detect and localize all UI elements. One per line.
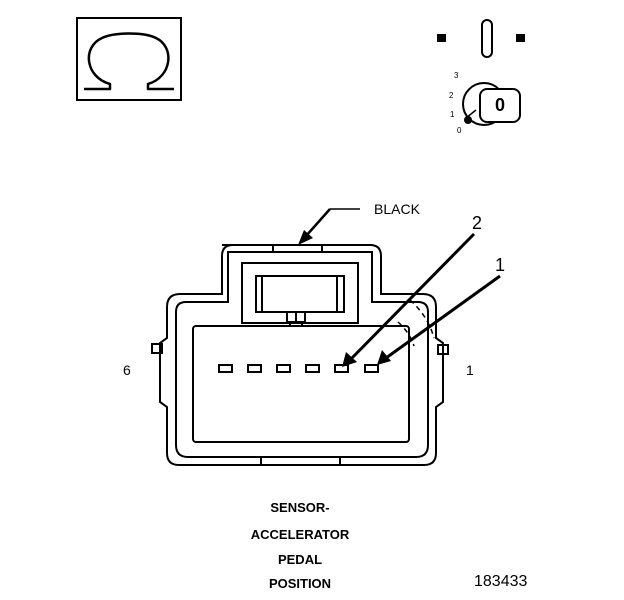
key-label: 0 <box>495 95 506 115</box>
ignition-position-3: 3 <box>454 71 459 80</box>
caption-line-3: PEDAL <box>277 552 323 567</box>
terminal-pin-2 <box>334 364 349 373</box>
ignition-position-0: 0 <box>457 126 462 135</box>
color-label-pointer <box>298 208 360 245</box>
connector-color-label: BLACK <box>374 201 420 217</box>
terminal-row <box>218 364 379 373</box>
probe-arrow-pin-2 <box>342 232 476 367</box>
terminal-pin-6 <box>218 364 233 373</box>
caption-line-2: ACCELERATOR <box>250 527 350 542</box>
ohmmeter-symbol <box>76 17 182 101</box>
terminal-pin-3 <box>305 364 320 373</box>
ignition-switch-symbol <box>437 19 525 126</box>
ignition-position-2: 2 <box>449 91 454 100</box>
square-marker-icon <box>516 34 525 42</box>
caption-line-4: POSITION <box>268 576 332 591</box>
ohm-symbol-icon <box>84 32 174 91</box>
terminal-pin-4 <box>276 364 291 373</box>
callout-pin-1: 1 <box>495 255 506 275</box>
callout-pin-2: 2 <box>472 213 483 233</box>
slot-icon <box>481 19 493 58</box>
terminal-pin-1 <box>364 364 379 373</box>
connector-body <box>151 244 449 466</box>
side-number-left: 6 <box>123 362 131 378</box>
caption-line-1: SENSOR- <box>270 500 330 515</box>
terminal-pin-5 <box>247 364 262 373</box>
figure-number: 183433 <box>474 573 528 590</box>
square-marker-icon <box>437 34 446 42</box>
probe-arrow-pin-1 <box>377 274 501 365</box>
ignition-position-1: 1 <box>450 110 455 119</box>
ignition-key-icon <box>462 82 521 126</box>
side-number-right: 1 <box>466 362 474 378</box>
